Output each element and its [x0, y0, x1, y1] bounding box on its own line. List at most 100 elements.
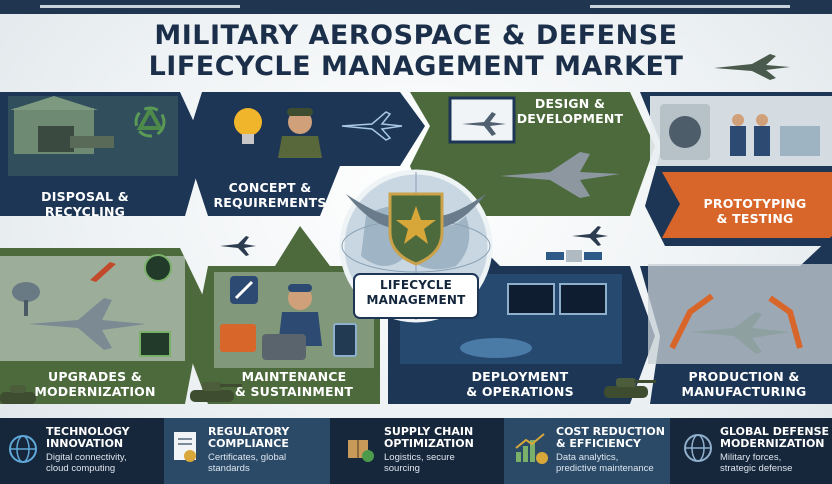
stage-label-line: CONCEPT &	[228, 180, 312, 195]
top-frame-bar	[0, 0, 832, 14]
soldier-icon	[278, 108, 322, 158]
wrench-tools-icon	[230, 276, 258, 304]
aircraft-assembly-icon	[690, 312, 790, 354]
factor-heading-line: COMPLIANCE	[208, 437, 289, 450]
stage-label-line: & OPERATIONS	[466, 384, 574, 399]
stage-production-manufacturing: PRODUCTION & MANUFACTURING	[660, 369, 828, 399]
prototyping-banner	[662, 172, 832, 238]
factor-supply-chain-optimization: SUPPLY CHAIN OPTIMIZATION Logistics, sec…	[334, 418, 500, 484]
jet-marker-icon	[572, 226, 608, 246]
factor-regulatory-compliance: REGULATORY COMPLIANCE Certificates, glob…	[164, 418, 330, 484]
lifecycle-diagram	[0, 92, 832, 404]
title-line-2: LIFECYCLE MANAGEMENT MARKET	[148, 51, 684, 82]
stage-label-line: DISPOSAL &	[41, 189, 129, 204]
stage-label-line: REQUIREMENTS	[213, 195, 327, 210]
center-label-line: LIFECYCLE	[379, 278, 453, 292]
stage-label-line: RECYCLING	[44, 204, 126, 219]
stage-maintenance-sustainment: MAINTENANCE & SUSTAINMENT	[212, 369, 376, 399]
factor-cost-reduction-efficiency: COST REDUCTION & EFFICIENCY Data analyti…	[504, 418, 670, 484]
factor-heading: SUPPLY CHAIN OPTIMIZATION	[384, 426, 474, 450]
factor-description: Military forces, strategic defense	[720, 452, 792, 474]
recycle-icon	[134, 105, 166, 138]
growth-chart-icon	[515, 433, 548, 464]
radar-screen-icon	[144, 254, 172, 282]
factor-heading-line: INNOVATION	[46, 437, 124, 450]
factor-heading-line: SUPPLY CHAIN	[384, 425, 474, 438]
factor-heading-line: GLOBAL DEFENSE	[720, 425, 830, 438]
factors-bar: TECHNOLOGY INNOVATION Digital connectivi…	[0, 418, 832, 484]
factor-description-line: Certificates, global	[208, 452, 287, 463]
operations-screen-icon	[507, 283, 555, 315]
factor-description-line: standards	[208, 463, 250, 474]
factor-heading-line: REGULATORY	[208, 425, 290, 438]
design-monitor-icon	[448, 96, 516, 144]
stage-concept-requirements: CONCEPT & REQUIREMENTS	[196, 180, 344, 210]
test-chamber-icon	[660, 104, 710, 160]
jet-marker-icon	[220, 236, 256, 256]
stage-label-line: PRODUCTION &	[688, 369, 800, 384]
lightbulb-icon	[234, 108, 262, 144]
certificate-icon	[174, 432, 196, 462]
center-label-box	[353, 273, 479, 319]
factor-description-line: Logistics, secure	[384, 452, 455, 463]
fighter-jet-upgrade-icon	[28, 298, 146, 350]
engine-component-icon	[262, 334, 306, 360]
stage-label-line: MAINTENANCE	[241, 369, 347, 384]
recycling-facility-icon	[10, 96, 114, 154]
stage-label-line: DEPLOYMENT	[471, 369, 569, 384]
fighter-jet-icon	[714, 54, 790, 80]
tank-icon	[604, 378, 656, 398]
satellite-icon	[546, 250, 602, 262]
factor-heading-line: MODERNIZATION	[720, 437, 825, 450]
radar-dish-icon	[12, 282, 40, 316]
factor-description-line: strategic defense	[720, 463, 793, 474]
factor-description: Certificates, global standards	[208, 452, 286, 474]
network-globe-icon	[9, 435, 37, 463]
stage-label-line: DESIGN &	[534, 96, 606, 111]
factor-heading: GLOBAL DEFENSE MODERNIZATION	[720, 426, 829, 450]
stage-disposal-recycling: DISPOSAL & RECYCLING	[10, 189, 160, 219]
title-line-1: MILITARY AEROSPACE & DEFENSE	[154, 20, 678, 51]
factor-global-defense-modernization: GLOBAL DEFENSE MODERNIZATION Military fo…	[674, 418, 832, 484]
factor-heading-line: & EFFICIENCY	[556, 437, 641, 450]
stage-upgrades-modernization: UPGRADES & MODERNIZATION	[10, 369, 180, 399]
toolbox-icon	[220, 324, 256, 352]
factor-heading: TECHNOLOGY INNOVATION	[46, 426, 130, 450]
stage-label-line: DEVELOPMENT	[516, 111, 624, 126]
factor-description-line: sourcing	[384, 463, 420, 474]
stage-label-line: MANUFACTURING	[681, 384, 807, 399]
missile-icon	[90, 262, 116, 282]
factor-heading-line: COST REDUCTION	[556, 425, 665, 438]
stage-prototyping-testing: PROTOTYPING & TESTING	[690, 196, 820, 226]
tank-icon	[0, 385, 36, 404]
package-icon	[348, 440, 374, 462]
stage-label-line: & TESTING	[716, 211, 794, 226]
factor-description-line: Data analytics,	[556, 452, 619, 463]
stage-label-line: PROTOTYPING	[703, 196, 807, 211]
factor-description: Data analytics, predictive maintenance	[556, 452, 654, 474]
stage-label-line: & SUSTAINMENT	[234, 384, 354, 399]
shield-star-icon	[346, 192, 486, 266]
center-lifecycle-label: LIFECYCLE MANAGEMENT	[354, 278, 478, 308]
stage-label-line: UPGRADES &	[47, 369, 143, 384]
factor-description: Logistics, secure sourcing	[384, 452, 455, 474]
factor-technology-innovation: TECHNOLOGY INNOVATION Digital connectivi…	[0, 418, 160, 484]
jet-blueprint-icon	[341, 111, 403, 141]
globe-icon	[684, 434, 712, 462]
stage-label-line: MODERNIZATION	[34, 384, 156, 399]
factor-description-line: Digital connectivity,	[46, 452, 127, 463]
factory-robot-arm-icon	[669, 293, 803, 350]
tank-icon	[190, 382, 242, 402]
factor-description: Digital connectivity, cloud computing	[46, 452, 127, 474]
factor-description-line: cloud computing	[46, 463, 116, 474]
center-label-line: MANAGEMENT	[366, 293, 466, 307]
factor-heading-line: TECHNOLOGY	[46, 425, 130, 438]
tablet-icon	[139, 331, 171, 357]
operations-screen-icon	[559, 283, 607, 315]
factor-description-line: Military forces,	[720, 452, 782, 463]
factor-heading-line: OPTIMIZATION	[384, 437, 474, 450]
stage-design-development: DESIGN & DEVELOPMENT	[510, 96, 630, 126]
command-table-icon	[460, 338, 532, 358]
stage-deployment-operations: DEPLOYMENT & OPERATIONS	[440, 369, 600, 399]
